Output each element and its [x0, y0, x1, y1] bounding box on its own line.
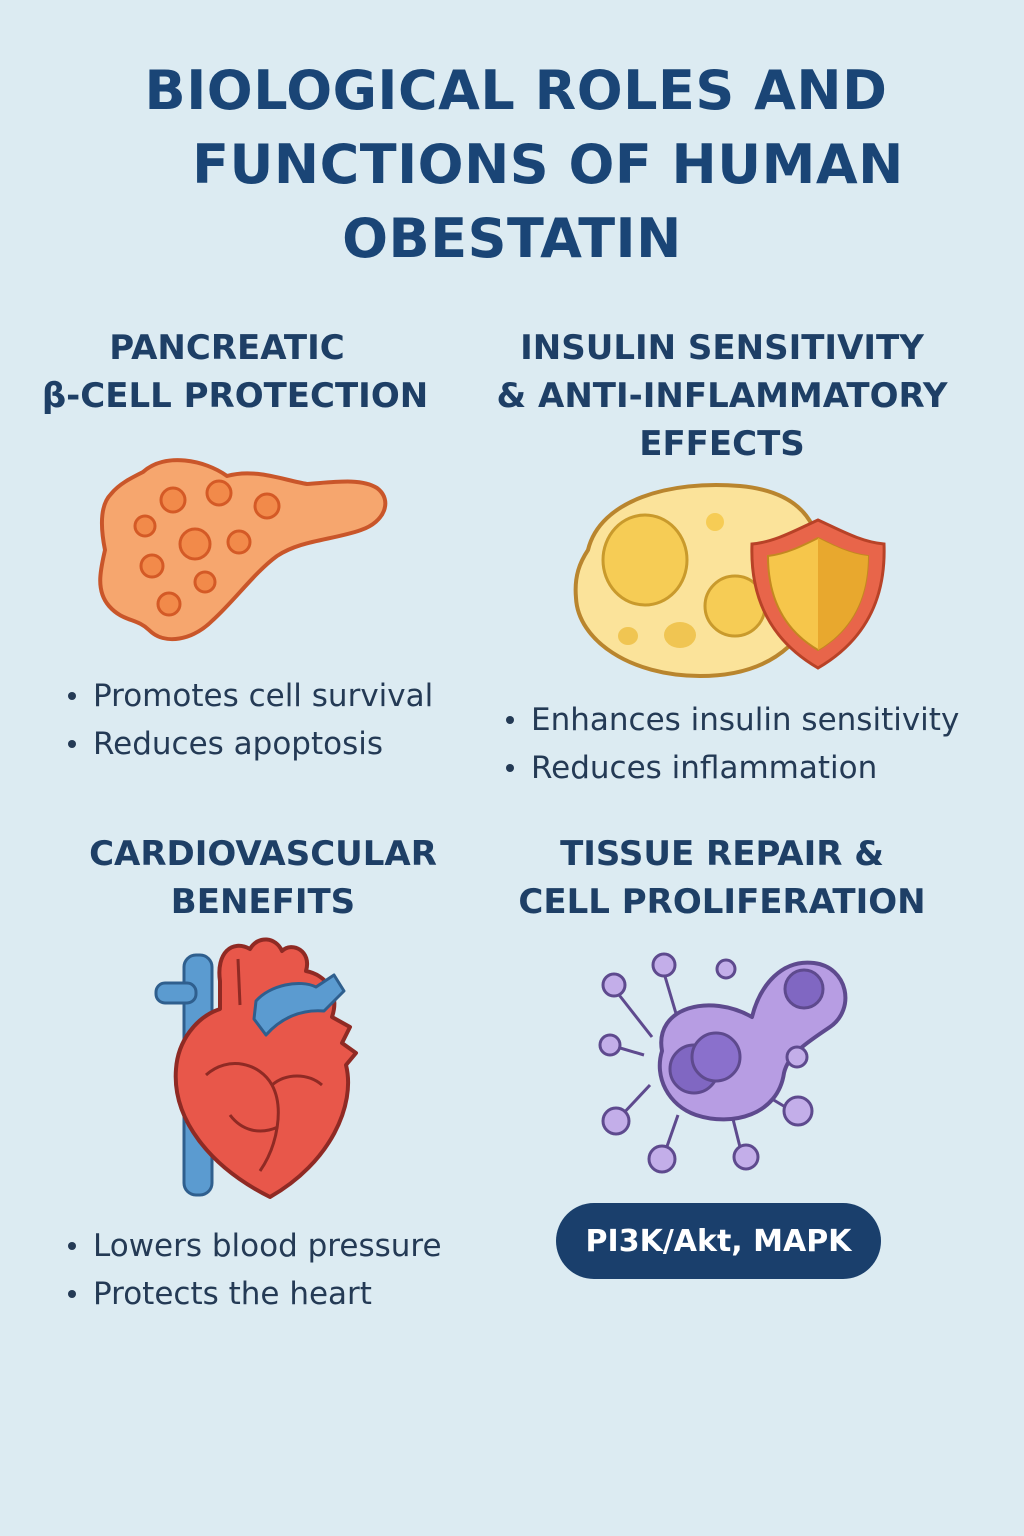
insulin-title-line-1: INSULIN SENSITIVITY: [520, 328, 924, 368]
cardiovascular-title-line-2: BENEFITS: [170, 882, 356, 922]
tissue-title-line-1: TISSUE REPAIR &: [560, 834, 884, 874]
cardiovascular-bullet-list: Lowers blood pressure Protects the heart: [68, 1222, 442, 1318]
pathway-badge: PI3K/Akt, MAPK: [556, 1203, 881, 1279]
list-item: Protects the heart: [68, 1270, 442, 1318]
dividing-cell-icon: [592, 945, 862, 1175]
list-item: Lowers blood pressure: [68, 1222, 442, 1270]
heart-icon: [150, 935, 370, 1205]
page-title-line-3: OBESTATIN: [342, 207, 682, 270]
insulin-title-line-2: & ANTI-INFLAMMATORY: [496, 376, 948, 416]
insulin-section-title: INSULIN SENSITIVITY & ANTI-INFLAMMATORY …: [470, 324, 974, 468]
pancreas-icon: [95, 450, 395, 655]
fat-cell-shield-icon: [570, 480, 890, 680]
page-title: BIOLOGICAL ROLES AND FUNCTIONS OF HUMAN …: [0, 54, 1024, 276]
insulin-title-line-3: EFFECTS: [639, 424, 805, 464]
cardiovascular-title-line-1: CARDIOVASCULAR: [89, 834, 437, 874]
list-item: Reduces inflammation: [506, 744, 959, 792]
pancreatic-title-line-1: PANCREATIC: [109, 328, 345, 368]
list-item: Enhances insulin sensitivity: [506, 696, 959, 744]
pancreatic-bullet-list: Promotes cell survival Reduces apoptosis: [68, 672, 433, 768]
tissue-title-line-2: CELL PROLIFERATION: [518, 882, 926, 922]
insulin-bullet-list: Enhances insulin sensitivity Reduces inf…: [506, 696, 959, 792]
pancreatic-title-line-2: β-CELL PROTECTION: [41, 376, 429, 416]
list-item: Promotes cell survival: [68, 672, 433, 720]
tissue-section-title: TISSUE REPAIR & CELL PROLIFERATION: [470, 830, 974, 926]
page-title-line-1: BIOLOGICAL ROLES AND: [144, 59, 888, 122]
cardiovascular-section-title: CARDIOVASCULAR BENEFITS: [28, 830, 498, 926]
pancreatic-section-title: PANCREATIC β-CELL PROTECTION: [0, 324, 470, 420]
list-item: Reduces apoptosis: [68, 720, 433, 768]
page-title-line-2: FUNCTIONS OF HUMAN: [192, 133, 904, 196]
